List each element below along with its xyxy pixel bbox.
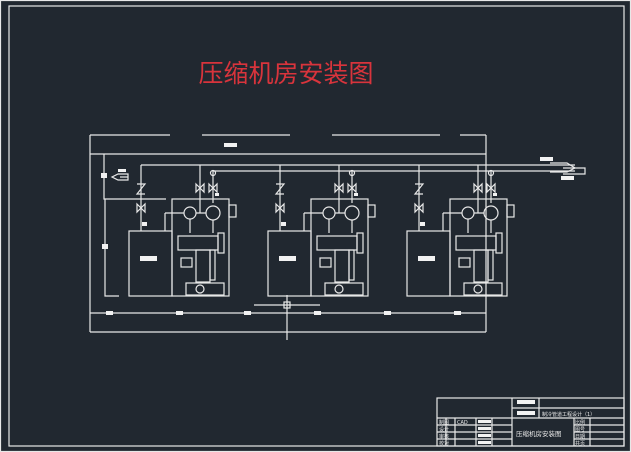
motor-icon	[180, 257, 193, 268]
gauge-panel	[367, 204, 376, 218]
valve-icon	[473, 182, 496, 194]
compressor-unit-2	[267, 165, 376, 297]
compressor-box	[128, 230, 173, 297]
separator-icon	[205, 205, 221, 221]
label-scale: 比例	[575, 419, 585, 426]
project-name: 制冷管道工程设计（1）	[542, 411, 595, 418]
gauge-panel	[506, 204, 515, 218]
compressor-box	[267, 230, 312, 297]
compressor-box	[406, 230, 451, 297]
label-drawn: 制图	[439, 419, 449, 426]
compressor-unit-1	[128, 165, 237, 297]
separator-icon	[461, 206, 475, 220]
valve-icon	[414, 202, 424, 214]
label-sheets: 共页	[575, 440, 585, 447]
label-reviewed: 审核	[439, 433, 449, 440]
software-label: CAD	[457, 420, 468, 426]
drawing-title: 压缩机房安装图	[198, 59, 373, 88]
drawing-name: 压缩机房安装图	[516, 429, 562, 438]
label-date: 日期	[575, 434, 585, 440]
valve-icon	[334, 182, 357, 194]
valve-icon	[275, 202, 285, 214]
check-valve-icon	[135, 183, 147, 195]
motor-icon	[319, 257, 332, 268]
valve-icon	[195, 182, 218, 194]
check-valve-icon	[413, 183, 425, 195]
valve-icon	[136, 202, 146, 214]
separator-icon	[183, 206, 197, 220]
label-checked: 校对	[439, 440, 449, 447]
label-drawing-no: 图号	[575, 427, 585, 433]
gauge-panel	[228, 204, 237, 218]
check-valve-icon	[274, 183, 286, 195]
drawing-frame	[8, 5, 625, 447]
title-block: 制冷管道工程设计（1） CAD 制图 设计 审核 校对 压缩机房安装图 比例 图…	[436, 397, 625, 447]
arrow-out-icon	[110, 173, 129, 181]
label-designed: 设计	[439, 426, 449, 433]
compressor-unit-3	[406, 165, 515, 297]
separator-icon	[322, 206, 336, 220]
motor-icon	[458, 257, 471, 268]
main-piping	[89, 134, 586, 340]
separator-icon	[344, 205, 360, 221]
